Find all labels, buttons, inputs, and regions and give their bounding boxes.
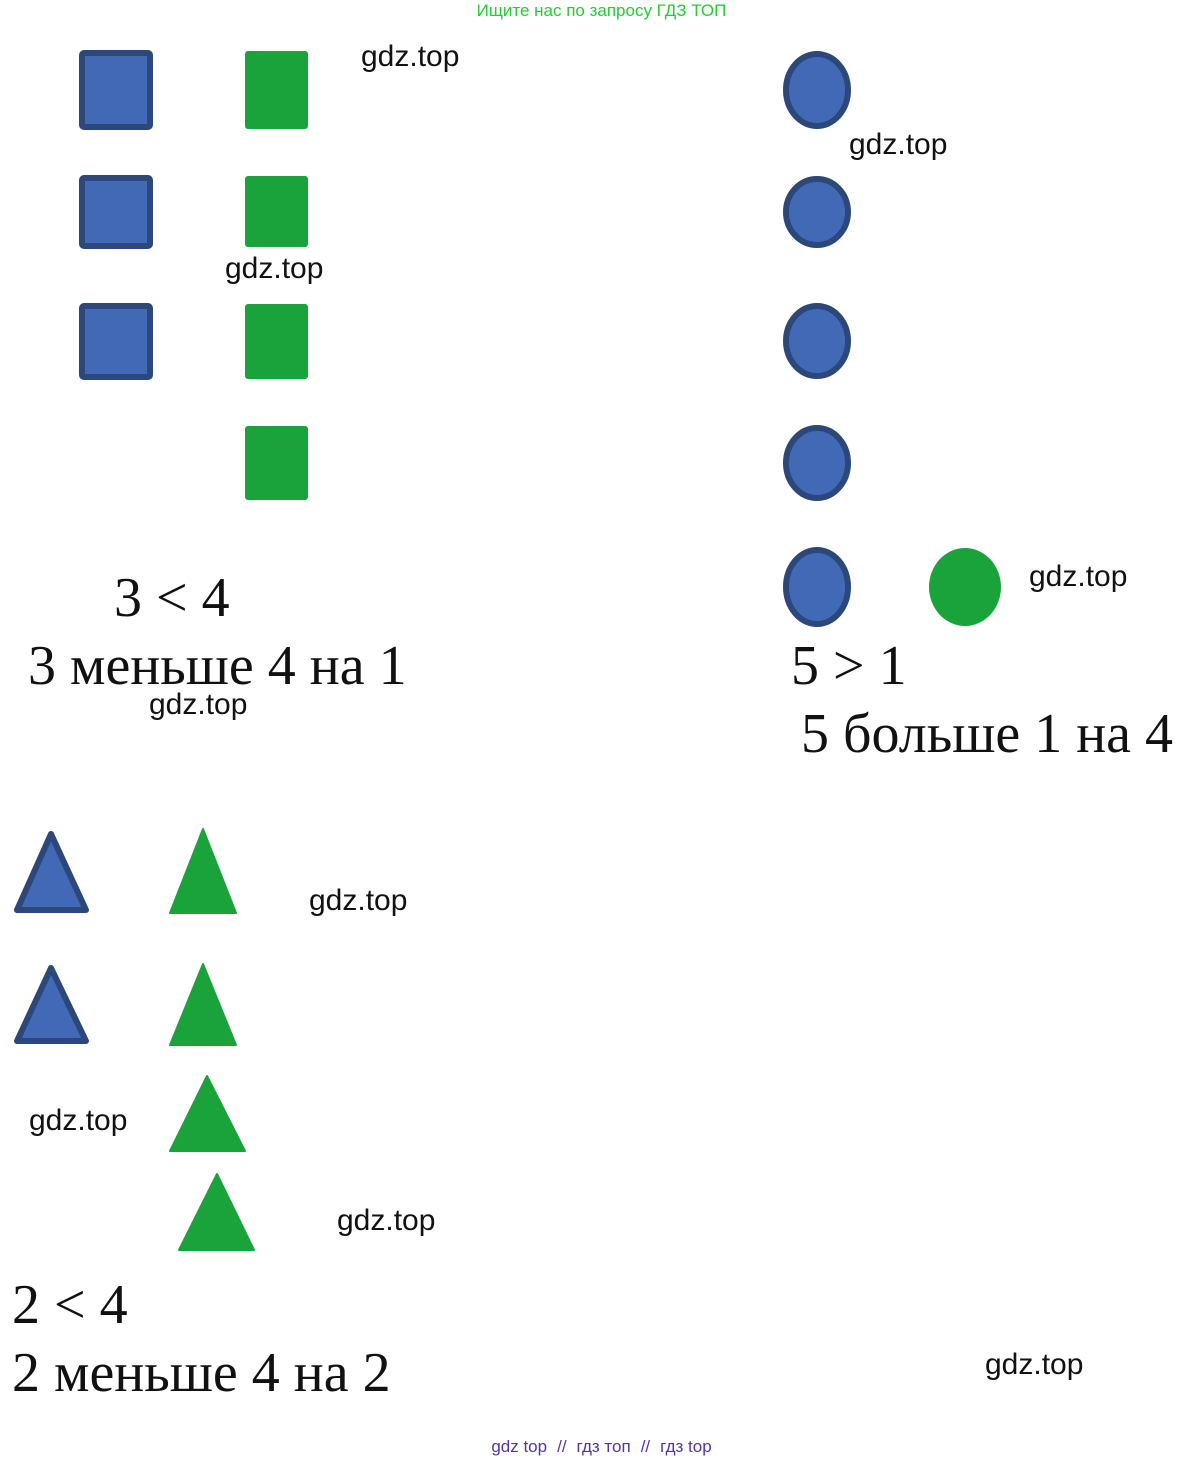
blue-circle-2	[783, 176, 851, 248]
footer-separator: //	[640, 1437, 651, 1456]
green-triangle-1	[169, 828, 237, 914]
footer-link-gdz-top-mixed[interactable]: гдз top	[660, 1437, 712, 1456]
triangles-comparison: 2 < 4	[12, 1274, 128, 1336]
green-triangle-2	[169, 963, 237, 1046]
green-triangle-3	[169, 1075, 246, 1152]
blue-circle-3	[783, 303, 851, 379]
blue-triangle-1	[14, 831, 89, 913]
squares-sentence: 3 меньше 4 на 1	[28, 635, 407, 697]
watermark: gdz.top	[361, 40, 460, 73]
green-triangle-4	[178, 1173, 255, 1251]
blue-circle-1	[783, 51, 851, 129]
squares-comparison: 3 < 4	[114, 567, 230, 629]
green-circle-1	[929, 548, 1001, 626]
watermark: gdz.top	[1029, 560, 1128, 593]
watermark: gdz.top	[337, 1204, 436, 1237]
watermark: gdz.top	[985, 1348, 1084, 1381]
watermark: gdz.top	[29, 1104, 128, 1137]
green-square-4	[245, 426, 308, 500]
blue-square-2	[79, 175, 153, 249]
green-square-1	[245, 51, 308, 129]
blue-square-3	[79, 303, 153, 380]
green-square-2	[245, 176, 308, 247]
footer-link-gdz-top-ru[interactable]: гдз топ	[576, 1437, 631, 1456]
footer-link-gdz-top[interactable]: gdz top	[491, 1437, 548, 1456]
footer-links: gdz top // гдз топ // гдз top	[0, 1437, 1203, 1457]
blue-square-1	[79, 50, 153, 130]
circles-sentence: 5 больше 1 на 4	[801, 703, 1174, 765]
blue-circle-4	[783, 425, 851, 501]
footer-separator: //	[557, 1437, 567, 1456]
blue-triangle-2	[14, 965, 89, 1044]
watermark: gdz.top	[225, 252, 324, 285]
watermark: gdz.top	[149, 688, 248, 721]
circles-comparison: 5 > 1	[791, 635, 907, 697]
search-banner: Ищите нас по запросу ГДЗ ТОП	[476, 1, 727, 20]
triangles-sentence: 2 меньше 4 на 2	[12, 1342, 391, 1404]
watermark: gdz.top	[309, 884, 408, 917]
green-square-3	[245, 304, 308, 379]
watermark: gdz.top	[849, 128, 948, 161]
blue-circle-5	[783, 547, 851, 627]
